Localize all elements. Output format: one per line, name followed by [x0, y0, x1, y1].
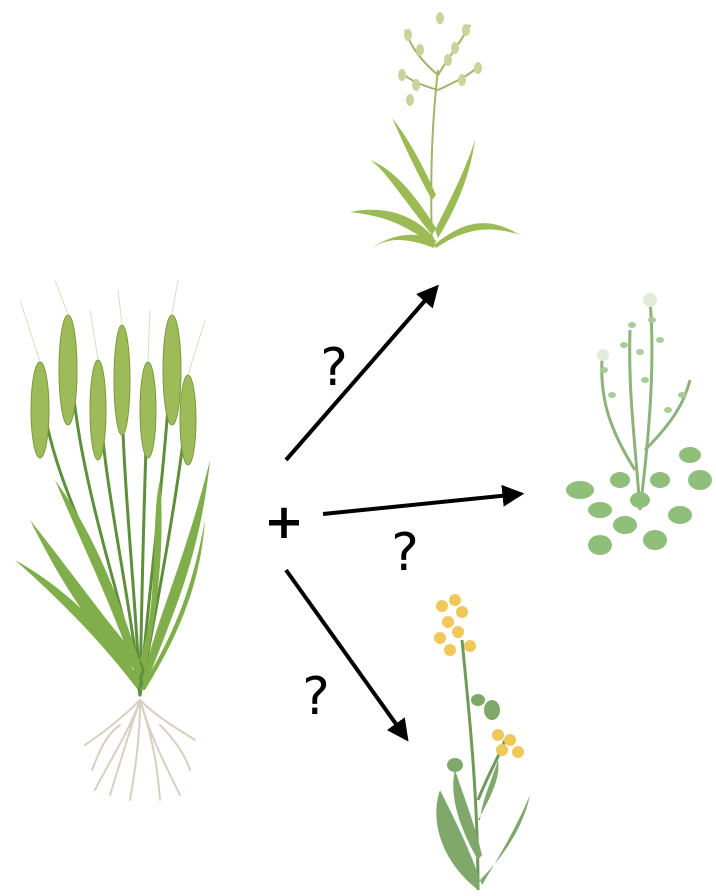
- plus-sign: +: [264, 494, 304, 550]
- shepherds-purse-plant-icon: [566, 293, 712, 555]
- question-mark-upper: ?: [320, 338, 348, 398]
- arrow-upper: [286, 288, 436, 460]
- arrow-middle: [323, 494, 520, 514]
- grass-plant-icon: [350, 12, 520, 248]
- question-mark-middle: ?: [391, 523, 419, 583]
- mustard-plant-icon: [434, 594, 530, 890]
- question-mark-lower: ?: [302, 667, 330, 727]
- wheat-plant-icon: [15, 280, 210, 800]
